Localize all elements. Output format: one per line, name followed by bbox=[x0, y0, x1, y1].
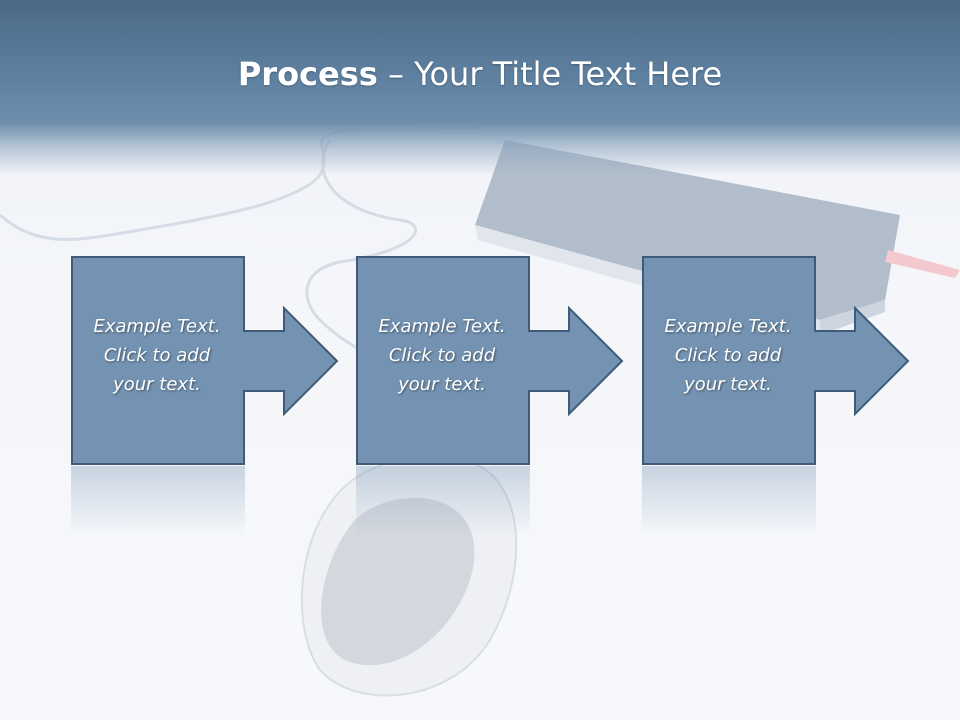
step-line: Click to add bbox=[388, 345, 496, 366]
step-line: your text. bbox=[113, 374, 201, 395]
step-line: Click to add bbox=[674, 345, 782, 366]
step-reflection bbox=[642, 466, 816, 536]
step-line: your text. bbox=[398, 374, 486, 395]
title-bold: Process bbox=[237, 55, 378, 93]
title-rest: – Your Title Text Here bbox=[377, 55, 723, 93]
process-step-1[interactable]: Example Text. Click to add your text. bbox=[71, 256, 339, 465]
arrow-box-shape bbox=[356, 256, 624, 465]
step-text[interactable]: Example Text. Click to add your text. bbox=[366, 312, 518, 399]
step-text[interactable]: Example Text. Click to add your text. bbox=[81, 312, 233, 399]
step-text[interactable]: Example Text. Click to add your text. bbox=[652, 312, 804, 399]
step-line: Example Text. bbox=[378, 316, 506, 337]
computer-mouse bbox=[300, 455, 518, 697]
process-step-3[interactable]: Example Text. Click to add your text. bbox=[642, 256, 910, 465]
step-line: Example Text. bbox=[664, 316, 792, 337]
step-line: your text. bbox=[684, 374, 772, 395]
step-line: Click to add bbox=[103, 345, 211, 366]
arrow-box-shape bbox=[642, 256, 910, 465]
step-line: Example Text. bbox=[93, 316, 221, 337]
step-reflection bbox=[71, 466, 245, 536]
arrow-box-shape bbox=[71, 256, 339, 465]
slide-title[interactable]: Process – Your Title Text Here bbox=[0, 52, 960, 96]
mouse-cable-loop bbox=[305, 139, 418, 362]
step-reflection bbox=[356, 466, 530, 536]
process-step-2[interactable]: Example Text. Click to add your text. bbox=[356, 256, 624, 465]
header-band bbox=[0, 0, 960, 175]
